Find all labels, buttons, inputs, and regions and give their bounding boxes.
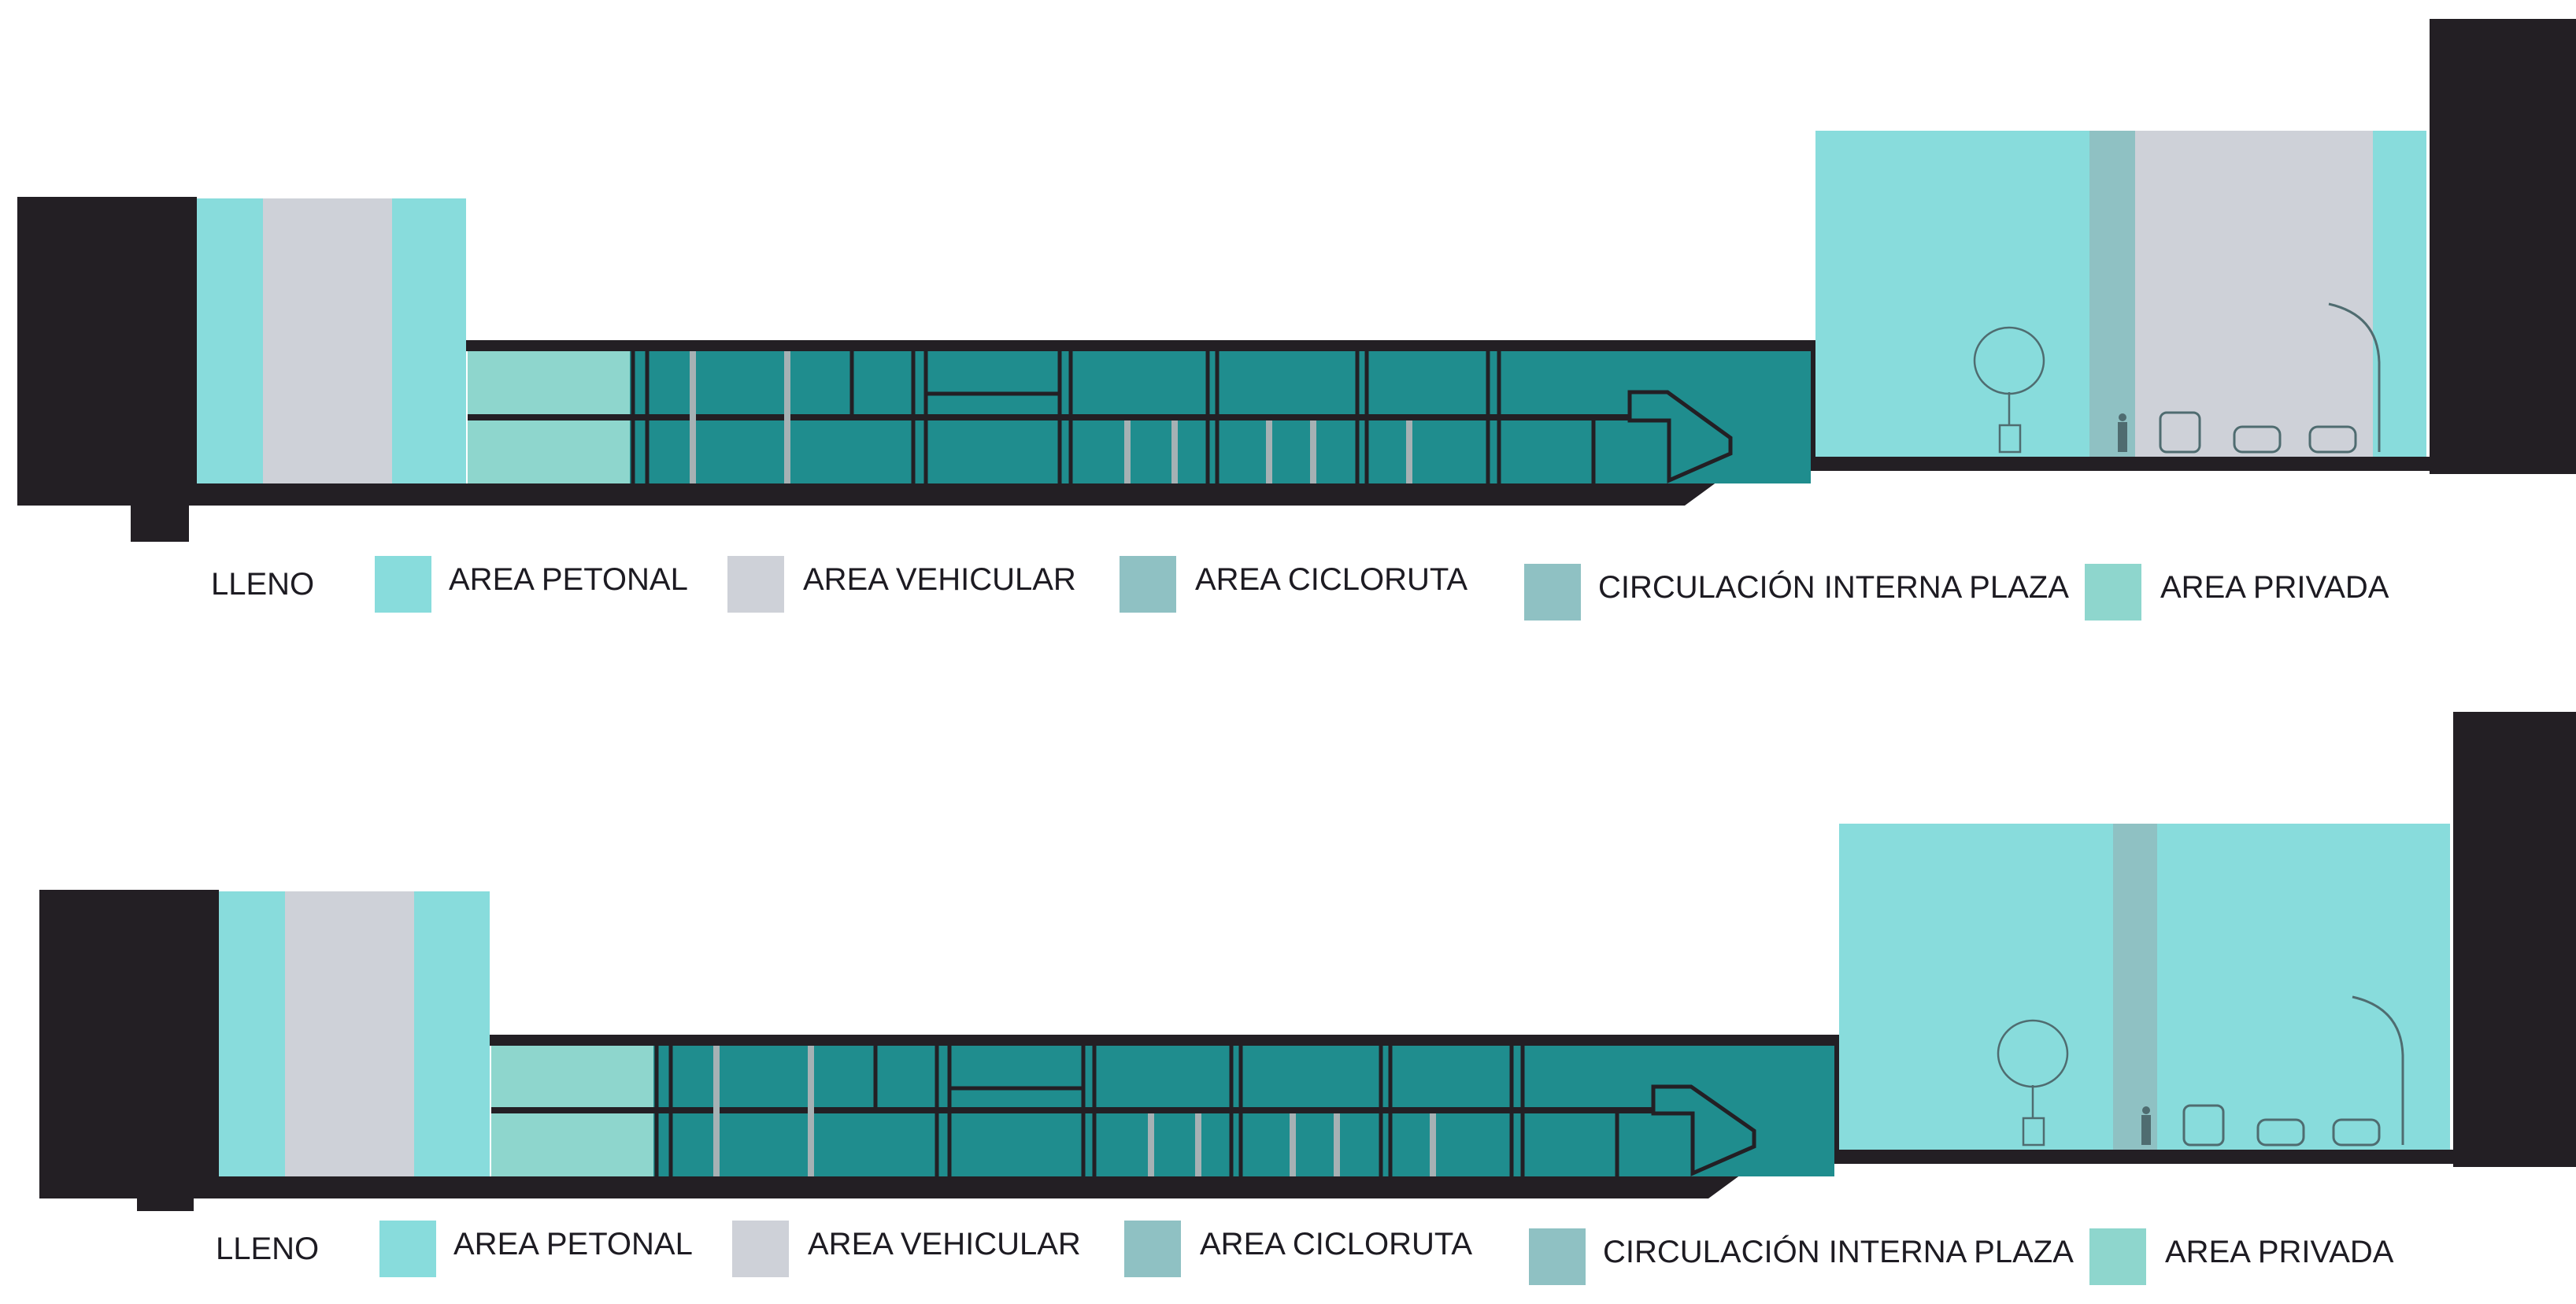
glass-mullions: [713, 1046, 1436, 1176]
section-drawing-1: LLENO AREA PETONAL AREA VEHICULAR AREA C…: [0, 0, 2576, 646]
pedestrian-icon: [2141, 1106, 2151, 1145]
left-building-mass: [17, 197, 197, 487]
right-cycleway: [2113, 824, 2157, 1150]
swatch-area-cicloruta: [1124, 1221, 1181, 1277]
swatch-area-vehicular: [732, 1221, 789, 1277]
legend-label-area-privada: AREA PRIVADA: [2160, 570, 2389, 605]
legend-label-area-cicloruta: AREA CICLORUTA: [1195, 562, 1468, 597]
legend-label-lleno: LLENO: [211, 567, 315, 602]
swatch-circulacion-interna-plaza: [1524, 564, 1581, 621]
tree-icon: [1997, 1019, 2069, 1147]
right-sidewalk: [1815, 131, 2089, 457]
legend-label-area-vehicular: AREA VEHICULAR: [803, 562, 1076, 597]
section-drawing-2: LLENO AREA PETONAL AREA VEHICULAR AREA C…: [0, 693, 2576, 1287]
roof-slab: [466, 340, 1814, 351]
tree-icon: [1973, 326, 2045, 454]
street-lamp-icon: [2328, 302, 2381, 452]
left-sidewalk-1: [197, 198, 263, 487]
left-road: [285, 891, 414, 1180]
legend-label-area-vehicular: AREA VEHICULAR: [808, 1227, 1081, 1261]
left-road: [263, 198, 392, 487]
legend-label-area-privada: AREA PRIVADA: [2165, 1235, 2394, 1269]
swatch-area-petonal: [379, 1221, 436, 1277]
glass-mullions: [690, 351, 1412, 483]
legend-2: LLENO AREA PETONAL AREA VEHICULAR AREA C…: [0, 1221, 2576, 1304]
left-sidewalk-2: [414, 891, 490, 1180]
ground-line: [17, 457, 2433, 506]
vehicle-icons: [2182, 1104, 2381, 1147]
swatch-circulacion-interna-plaza: [1529, 1228, 1586, 1285]
right-building-mass: [2430, 19, 2576, 474]
section-1-svg: [17, 19, 2576, 542]
swatch-area-vehicular: [727, 556, 784, 613]
legend-label-area-petonal: AREA PETONAL: [453, 1227, 693, 1261]
legend-label-circulacion-interna-plaza: CIRCULACIÓN INTERNA PLAZA: [1598, 570, 2069, 605]
legend-1: LLENO AREA PETONAL AREA VEHICULAR AREA C…: [0, 556, 2576, 635]
swatch-area-cicloruta: [1120, 556, 1176, 613]
interior-walls: [654, 1046, 1619, 1176]
ramp: [1627, 390, 1733, 483]
left-sidewalk-1: [219, 891, 285, 1180]
right-building-mass: [2453, 712, 2576, 1167]
right-end-wall: [1811, 340, 1815, 458]
swatch-area-privada: [2085, 564, 2141, 621]
left-building-mass: [39, 890, 219, 1180]
ground-line: [39, 1150, 2456, 1198]
swatch-area-petonal: [375, 556, 431, 613]
right-end-wall: [1834, 1035, 1839, 1151]
right-cycleway: [2089, 131, 2135, 457]
section-2-svg: [39, 712, 2576, 1211]
swatch-area-privada: [2089, 1228, 2146, 1285]
vehicle-icons: [2159, 411, 2357, 454]
left-sidewalk-2: [392, 198, 466, 487]
pedestrian-icon: [2118, 413, 2127, 452]
legend-label-area-cicloruta: AREA CICLORUTA: [1200, 1227, 1472, 1261]
ramp: [1651, 1084, 1756, 1176]
right-sidewalk-3: [2157, 824, 2450, 1150]
interior-walls: [631, 351, 1596, 483]
roof-slab: [490, 1035, 1838, 1046]
street-lamp-icon: [2352, 995, 2404, 1145]
legend-label-area-petonal: AREA PETONAL: [449, 562, 688, 597]
right-sidewalk: [1839, 824, 2113, 1150]
right-sidewalk-2: [2373, 131, 2426, 457]
legend-label-lleno: LLENO: [216, 1232, 320, 1266]
legend-label-circulacion-interna-plaza: CIRCULACIÓN INTERNA PLAZA: [1603, 1235, 2074, 1269]
right-road: [2135, 131, 2373, 457]
